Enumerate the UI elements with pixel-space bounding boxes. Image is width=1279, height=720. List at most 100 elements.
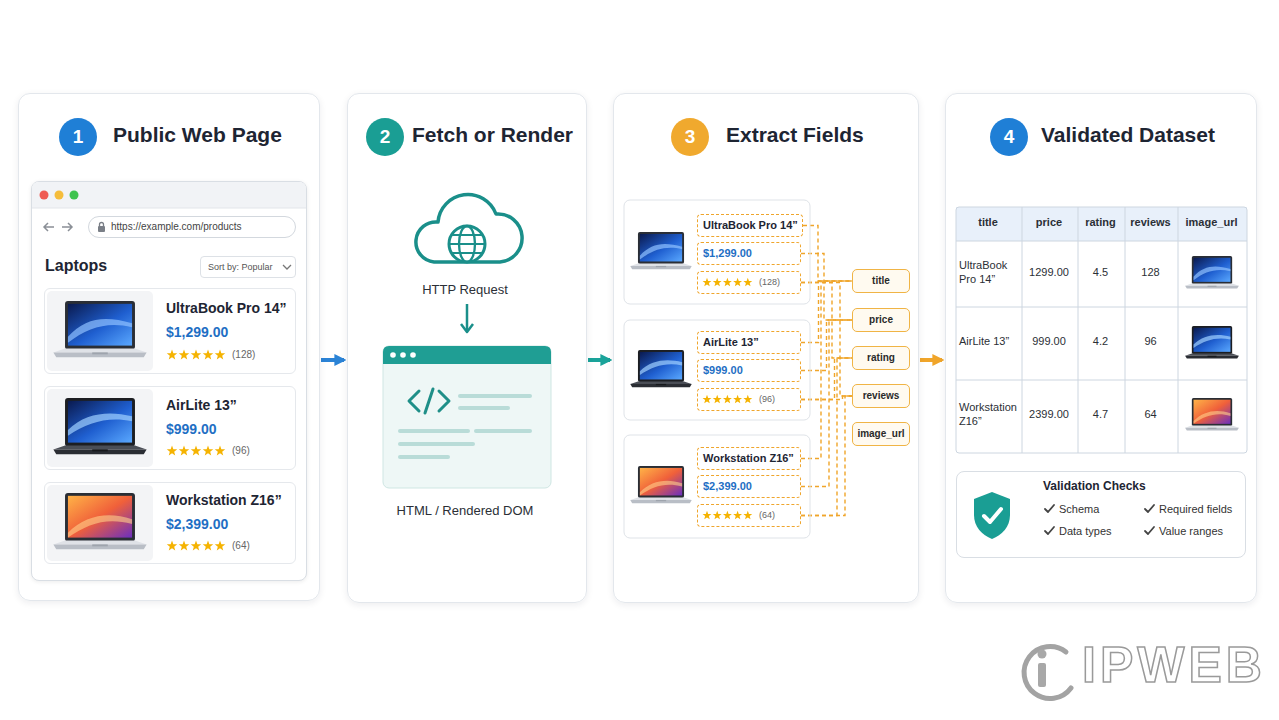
card-text: UltraBook Pro 14” — [166, 300, 287, 316]
step-number-circle: 1 — [59, 118, 97, 156]
circle-shape — [366, 118, 404, 156]
dataset-table-grid-part — [1185, 326, 1239, 358]
extracted-field-box: $2,399.00 — [697, 475, 801, 498]
product-illustration-part — [47, 389, 153, 467]
circle-text: 1 — [73, 126, 84, 148]
fetch-illustration-part-part — [460, 394, 530, 398]
panel-heading: Validated Dataset — [1041, 123, 1215, 147]
extracted-field-box: (64) — [697, 504, 801, 527]
fetch-illustration-part — [410, 352, 416, 358]
fetch-illustration-part — [452, 234, 483, 236]
watermark-logo-part — [1038, 663, 1046, 687]
field-mapping-line — [801, 283, 852, 397]
step-number-circle: 3 — [671, 118, 709, 156]
browser-chrome-part — [40, 191, 49, 200]
validation-icons-part-part — [1145, 505, 1154, 512]
browser-chrome-part — [62, 223, 72, 231]
field-name-tag: price — [852, 308, 910, 332]
table-header: rating — [1077, 216, 1124, 229]
validation-icons-part — [984, 509, 1001, 522]
validation-icons-part-part — [1145, 527, 1154, 534]
rating-stars-part-part — [703, 278, 753, 286]
product-illustration-part — [167, 350, 225, 360]
extracted-field-box: $999.00 — [697, 359, 801, 382]
product-card: AirLite 13”$999.00(96) — [44, 386, 296, 470]
extracted-field-box: AirLite 13” — [697, 331, 801, 354]
vbox-text: Data types — [1059, 525, 1112, 538]
validation-icons-part-part — [1045, 505, 1054, 512]
rating-stars — [698, 505, 802, 528]
card-text: Workstation Z16” — [166, 492, 282, 508]
circle-text: 2 — [380, 126, 391, 148]
url-text: https://example.com/products — [111, 221, 242, 233]
product-illustration-part — [167, 446, 225, 456]
field-text: UltraBook Pro 14” — [703, 219, 798, 232]
vbox-text: Validation Checks — [1043, 480, 1146, 494]
table-header: title — [955, 216, 1021, 229]
lock-icon-part — [98, 226, 105, 232]
table-header: price — [1021, 216, 1077, 229]
sort-dropdown: Sort by: Popular — [200, 256, 296, 278]
browser-chrome-part — [44, 223, 54, 231]
fetch-illustration-part-part — [460, 406, 508, 410]
dataset-table-grid-part-part — [956, 307, 1247, 308]
product-card: UltraBook Pro 14”$1,299.00(128) — [44, 288, 296, 374]
circle-shape — [990, 118, 1028, 156]
extract-illustration-part — [630, 466, 691, 503]
product-illustration-part — [53, 493, 146, 549]
field-name-tag: reviews — [852, 384, 910, 408]
table-cell: 2399.00 — [1021, 408, 1077, 421]
extracted-field-box: (96) — [697, 388, 801, 411]
field-mapping-line — [801, 254, 852, 321]
rating-stars-part — [703, 278, 753, 286]
fetch-illustration-part-part — [476, 429, 530, 433]
table-cell: 1299.00 — [1021, 266, 1077, 279]
field-text: (96) — [759, 394, 775, 404]
step-caption: HTTP Request — [395, 282, 535, 298]
extract-illustration-part — [630, 232, 691, 269]
tag-text: title — [872, 275, 890, 287]
field-text: $999.00 — [703, 364, 743, 377]
rating-stars — [698, 272, 802, 295]
card-text: $1,299.00 — [166, 324, 228, 340]
browser-chrome-part — [70, 191, 79, 200]
extract-illustration-part — [624, 435, 810, 538]
extract-illustration-part — [624, 320, 810, 420]
field-mapping-line — [801, 283, 852, 359]
table-cell: 128 — [1124, 266, 1177, 279]
field-text: AirLite 13” — [703, 336, 759, 349]
step-panel: Extract Fields3UltraBook Pro 14”$1,299.0… — [613, 93, 919, 603]
fetch-illustration-part — [409, 389, 449, 413]
step-caption: HTML / Rendered DOM — [375, 503, 555, 519]
product-illustration-part — [47, 291, 153, 371]
table-cell: UltraBook Pro 14” — [959, 259, 1020, 287]
dataset-table-grid-part — [956, 207, 1247, 241]
field-text: (128) — [759, 277, 780, 287]
browser-chrome-part — [32, 208, 306, 209]
field-mapping-line — [801, 281, 852, 343]
fetch-illustration-part — [400, 352, 406, 358]
circle-text: 3 — [685, 126, 696, 148]
tag-text: price — [869, 314, 893, 326]
dataset-table-grid-part — [956, 207, 1247, 453]
rating-stars-part-part — [703, 511, 753, 519]
fetch-illustration-part — [383, 346, 551, 488]
table-cell: 4.2 — [1077, 335, 1124, 348]
fetch-illustration-part — [383, 346, 551, 364]
dataset-table-grid-part — [1185, 398, 1239, 430]
circle-text: 4 — [1004, 126, 1015, 148]
fetch-illustration-part-part — [400, 455, 448, 459]
tag-text: image_url — [857, 428, 904, 440]
dataset-table-grid-part-part — [1125, 207, 1126, 453]
fetch-illustration-part — [449, 243, 485, 245]
panel-heading: Fetch or Render — [412, 123, 573, 147]
card-text: (96) — [232, 445, 250, 457]
field-mapping-line — [801, 358, 852, 400]
dataset-table-grid-part — [1185, 256, 1239, 288]
dataset-table-grid-part-part — [1022, 207, 1023, 453]
validation-icons-part-part — [1045, 527, 1054, 534]
circle-shape — [59, 118, 97, 156]
browser-chrome-part — [32, 182, 306, 208]
extract-illustration-part — [624, 200, 810, 304]
watermark-logo-part — [1024, 647, 1071, 699]
